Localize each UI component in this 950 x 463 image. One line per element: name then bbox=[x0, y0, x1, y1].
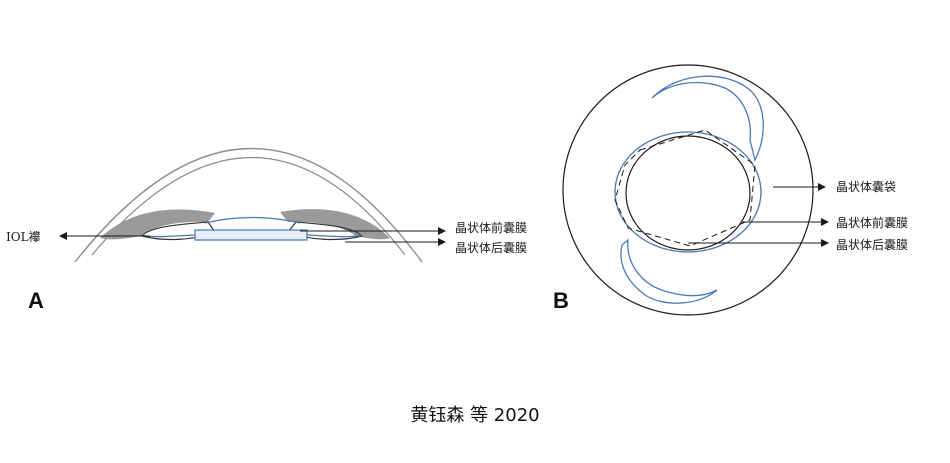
figure-credit: 黄钰森 等 2020 bbox=[410, 405, 539, 426]
cornea-inner bbox=[91, 157, 406, 256]
cornea-outer bbox=[74, 148, 423, 263]
iol-optic bbox=[194, 229, 308, 241]
label-posterior-capsule-b: 晶状体后囊膜 bbox=[836, 237, 908, 252]
capsular-bag-circle bbox=[562, 64, 814, 316]
panel-a-eye-section bbox=[59, 148, 446, 263]
iol-haptic-right bbox=[306, 234, 363, 238]
label-anterior-capsule-a: 晶状体前囊膜 bbox=[455, 220, 527, 235]
label-anterior-capsule-b: 晶状体前囊膜 bbox=[836, 215, 908, 230]
iris-right bbox=[280, 209, 390, 240]
label-posterior-capsule-a: 晶状体后囊膜 bbox=[455, 240, 527, 255]
panel-b-frontal-view bbox=[562, 64, 829, 316]
iris-left bbox=[100, 209, 215, 240]
posterior-outline-dashed bbox=[614, 129, 756, 247]
label-iol-haptic: IOL襻 bbox=[6, 230, 41, 244]
panel-letter-a: A bbox=[28, 288, 44, 313]
capsule-left bbox=[140, 221, 216, 241]
capsule-right bbox=[287, 221, 364, 241]
capsulorhexis-ring bbox=[625, 135, 751, 251]
iol-haptic-lower bbox=[620, 238, 718, 304]
iol-anterior-surface bbox=[204, 216, 301, 224]
iol-optic-ring bbox=[614, 131, 762, 253]
iol-haptic-upper bbox=[651, 75, 764, 162]
panel-letter-b: B bbox=[553, 288, 569, 313]
label-capsular-bag: 晶状体囊袋 bbox=[836, 179, 896, 194]
